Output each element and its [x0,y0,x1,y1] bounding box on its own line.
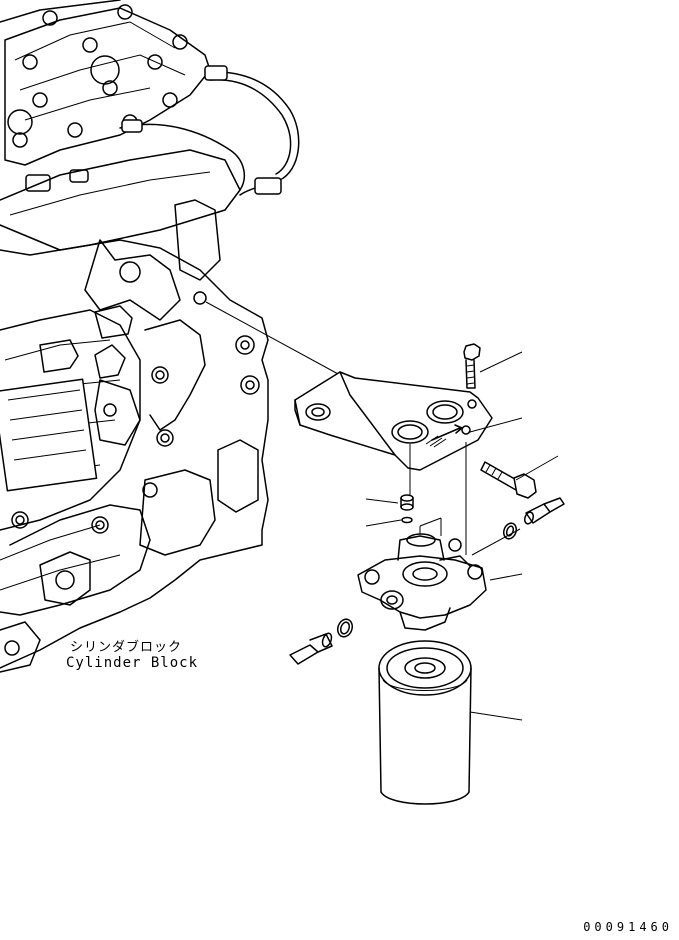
plug [400,494,414,511]
fuel-filter-cartridge [378,640,472,805]
washer [401,516,413,524]
leader-lines [365,351,559,721]
engine-block [0,0,300,673]
mount-leader-line [205,301,341,376]
connector-left [289,632,333,665]
bolt-short [463,343,481,389]
bracket [294,371,493,471]
o-ring-left [336,618,354,638]
drawing-number: 00091460 [583,920,673,934]
connector-right [523,497,565,525]
cylinder-block-label-jp: シリンダブロック [70,640,183,655]
bolt-long [480,461,537,499]
filter-head [357,533,487,631]
cylinder-block-label-en: Cylinder Block [66,655,199,671]
